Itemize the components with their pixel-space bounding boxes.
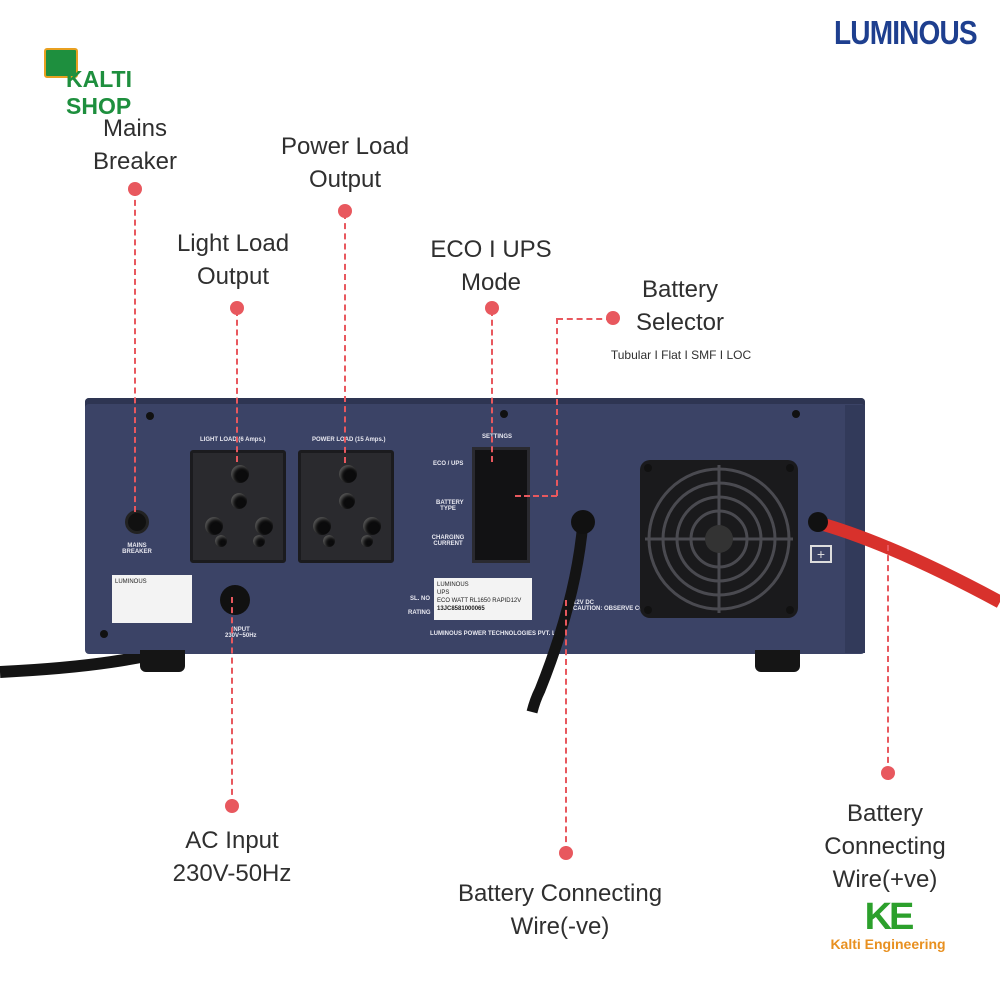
foot xyxy=(140,650,185,672)
battery-neg-marker xyxy=(559,846,573,860)
fan-grille-icon xyxy=(645,465,793,613)
battery-selector-marker xyxy=(606,311,620,325)
power-load-marker xyxy=(338,204,352,218)
mains-breaker-switch[interactable] xyxy=(125,510,149,534)
mains-breaker-marker xyxy=(128,182,142,196)
battery-type-label: BATTERY TYPE xyxy=(436,500,464,512)
power-load-socket[interactable] xyxy=(298,450,394,563)
eco-ups-marker xyxy=(485,301,499,315)
battery-positive-cable xyxy=(813,515,1000,608)
battery-positive-icon: + xyxy=(810,545,832,563)
foot xyxy=(755,650,800,672)
ke-mark: KE xyxy=(864,896,915,938)
spec-sticker: LUMINOUS xyxy=(112,575,192,623)
luminous-logo: LUMINOUS xyxy=(834,14,978,51)
shop-logo-text: KALTI SHOP xyxy=(66,66,133,119)
maker-label: LUMINOUS POWER TECHNOLOGIES PVT. LTD. xyxy=(430,631,565,637)
light-load-marker xyxy=(230,301,244,315)
rating-label: RATING xyxy=(408,610,431,616)
light-load-socket[interactable] xyxy=(190,450,286,563)
battery-types-text: Tubular I Flat I SMF I LOC xyxy=(610,348,752,362)
ac-input-port[interactable] xyxy=(220,585,250,615)
kalti-shop-logo: KALTI SHOP xyxy=(42,40,192,119)
light-load-label: LIGHT LOAD (6 Amps.) xyxy=(200,437,266,443)
settings-label: SETTINGS xyxy=(482,434,513,440)
kalti-engineering-logo: KE Kalti Engineering xyxy=(818,898,958,958)
ke-text: Kalti Engineering xyxy=(830,936,946,952)
shopping-bag-icon xyxy=(44,48,78,78)
eco-ups-label: ECO / UPS xyxy=(433,461,464,467)
sl-no-label: SL. NO xyxy=(410,596,431,602)
mains-breaker-label: MAINS BREAKER xyxy=(122,543,152,555)
battery-pos-marker xyxy=(881,766,895,780)
settings-dip-switch-panel[interactable] xyxy=(472,447,530,563)
battery-negative-cable xyxy=(526,521,589,714)
power-load-label: POWER LOAD (15 Amps.) xyxy=(312,437,386,443)
ac-input-marker xyxy=(225,799,239,813)
cooling-fan xyxy=(640,460,798,618)
charging-current-label: CHARGING CURRENT xyxy=(431,535,465,547)
